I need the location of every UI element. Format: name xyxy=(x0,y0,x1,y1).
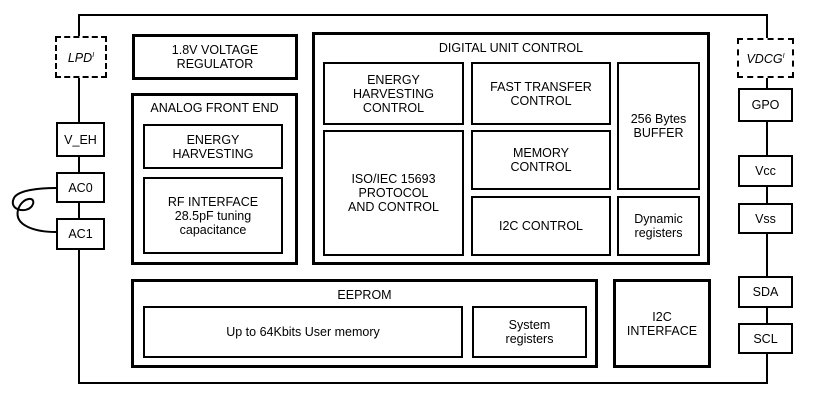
sda-pin: SDA xyxy=(738,276,793,308)
buffer-label: 256 Bytes BUFFER xyxy=(630,112,687,140)
i2c-interface-block: I2C INTERFACE xyxy=(613,279,711,368)
ac1-pin: AC1 xyxy=(56,218,105,250)
scl-pin: SCL xyxy=(738,323,793,354)
i2c-control-label: I2C CONTROL xyxy=(498,219,584,233)
eeprom-label: EEPROM xyxy=(337,288,392,302)
rf-interface-label: RF INTERFACE 28.5pF tuning capacitance xyxy=(167,194,259,237)
vss-pin: Vss xyxy=(738,203,793,234)
energy-harvesting-block: ENERGY HARVESTING xyxy=(143,124,283,169)
dynamic-registers-block: Dynamic registers xyxy=(617,196,700,256)
vdcg-superscript: I xyxy=(782,52,785,60)
v-eh-pin: V_EH xyxy=(56,122,105,157)
sda-label: SDA xyxy=(752,285,779,299)
gpo-label: GPO xyxy=(751,98,780,112)
vdcg-pin: VDCGI xyxy=(737,38,794,78)
voltage-regulator-label: 1.8V VOLTAGE REGULATOR xyxy=(171,43,259,71)
system-registers-label: System registers xyxy=(505,318,554,346)
memory-control-block: MEMORY CONTROL xyxy=(471,130,611,190)
ac0-label: AC0 xyxy=(68,180,93,195)
vcc-pin: Vcc xyxy=(738,155,793,187)
v-eh-label: V_EH xyxy=(64,132,97,147)
user-memory-label: Up to 64Kbits User memory xyxy=(226,325,380,339)
memory-control-label: MEMORY CONTROL xyxy=(510,146,572,174)
iso-protocol-block: ISO/IEC 15693 PROTOCOL AND CONTROL xyxy=(323,130,464,256)
fast-transfer-control-label: FAST TRANSFER CONTROL xyxy=(490,79,592,108)
rf-interface-block: RF INTERFACE 28.5pF tuning capacitance xyxy=(143,177,283,254)
lpd-label: LPD xyxy=(67,51,93,66)
vdcg-label: VDCG xyxy=(746,52,783,67)
gpo-pin: GPO xyxy=(738,88,793,122)
buffer-block: 256 Bytes BUFFER xyxy=(617,62,700,190)
vcc-label: Vcc xyxy=(755,164,776,178)
analog-front-end-label: ANALOG FRONT END xyxy=(150,101,279,115)
vss-label: Vss xyxy=(755,211,776,226)
iso-protocol-label: ISO/IEC 15693 PROTOCOL AND CONTROL xyxy=(348,172,439,214)
ac1-label: AC1 xyxy=(68,227,93,241)
antenna-coil xyxy=(11,187,57,233)
i2c-interface-label: I2C INTERFACE xyxy=(626,309,698,338)
scl-label: SCL xyxy=(753,331,778,346)
digital-unit-control-label: DIGITAL UNIT CONTROL xyxy=(438,41,584,55)
i2c-control-block: I2C CONTROL xyxy=(471,196,611,256)
energy-harvesting-label: ENERGY HARVESTING xyxy=(172,132,254,161)
voltage-regulator-block: 1.8V VOLTAGE REGULATOR xyxy=(132,34,298,80)
user-memory-block: Up to 64Kbits User memory xyxy=(143,306,463,358)
dynamic-registers-label: Dynamic registers xyxy=(634,212,683,240)
energy-harvesting-control-label: ENERGY HARVESTING CONTROL xyxy=(352,72,435,115)
fast-transfer-control-block: FAST TRANSFER CONTROL xyxy=(471,62,611,125)
energy-harvesting-control-block: ENERGY HARVESTING CONTROL xyxy=(323,62,464,125)
system-registers-block: System registers xyxy=(472,306,587,358)
ac0-pin: AC0 xyxy=(56,172,105,203)
lpd-pin: LPDI xyxy=(55,36,107,78)
lpd-superscript: I xyxy=(92,51,95,59)
